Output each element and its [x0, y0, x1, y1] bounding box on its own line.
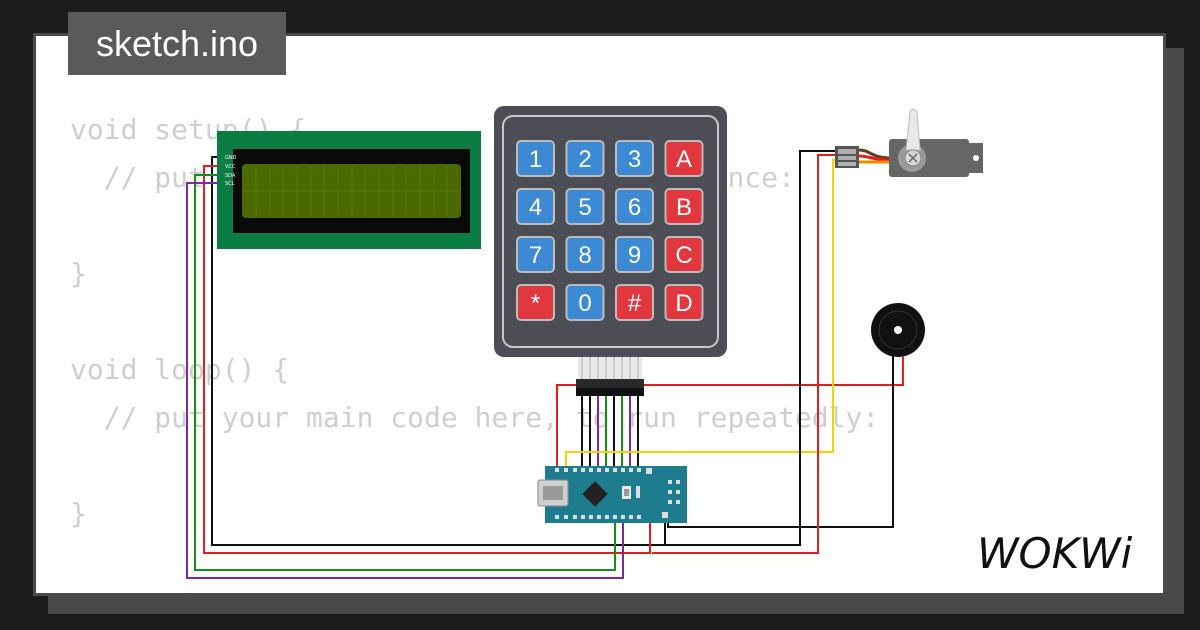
- wire-servo-gnd[interactable]: [665, 150, 838, 546]
- key-cap: [615, 236, 654, 273]
- wokwi-logo-text: WOKWi: [977, 529, 1133, 578]
- key-cap: [664, 188, 704, 225]
- wire-lcd-vcc[interactable]: [203, 165, 651, 554]
- key-label: 0: [578, 290, 591, 317]
- key-8[interactable]: 8: [565, 236, 605, 273]
- wire-servo-vcc[interactable]: [652, 154, 838, 554]
- key-cap: [516, 188, 555, 225]
- lcd-pin-labels: GND VCC SDA SCL: [225, 155, 237, 187]
- key-label: 3: [628, 146, 641, 173]
- key-cap: [565, 236, 605, 273]
- key-0[interactable]: 0: [565, 284, 605, 321]
- lcd-display[interactable]: GND VCC SDA SCL: [217, 131, 481, 249]
- wire-buzzer-pos[interactable]: [556, 360, 904, 468]
- code-line[interactable]: }: [70, 497, 87, 530]
- keypad-4x4[interactable]: 1 2 3 A 4 5 6 B 7 8 9 C * 0 # D: [494, 106, 727, 396]
- key-label: #: [628, 290, 642, 317]
- key-C[interactable]: C: [664, 236, 704, 273]
- lcd-pin-vcc: VCC: [225, 164, 236, 170]
- key-cap: [516, 236, 555, 273]
- key-B[interactable]: B: [664, 188, 704, 225]
- wire-lcd-scl[interactable]: [186, 182, 624, 579]
- key-#[interactable]: #: [615, 284, 654, 321]
- lcd-pin-gnd: GND: [225, 155, 237, 161]
- key-2[interactable]: 2: [565, 140, 605, 177]
- key-1[interactable]: 1: [516, 140, 555, 177]
- key-label: 6: [628, 194, 641, 221]
- sketch-tab[interactable]: sketch.ino: [68, 12, 286, 75]
- key-label: *: [531, 290, 540, 317]
- key-D[interactable]: D: [664, 284, 704, 321]
- key-cap: [615, 284, 654, 321]
- wire-lcd-gnd[interactable]: [211, 156, 666, 546]
- arduino-top-pins: [555, 468, 641, 472]
- key-label: 1: [529, 146, 542, 173]
- key-cap: [565, 284, 605, 321]
- key-9[interactable]: 9: [615, 236, 654, 273]
- key-3[interactable]: 3: [615, 140, 654, 177]
- key-label: C: [675, 242, 692, 269]
- arduino-bottom-pins: [555, 512, 668, 519]
- key-label: 2: [578, 146, 591, 173]
- key-cap: [615, 140, 654, 177]
- key-label: A: [676, 146, 692, 173]
- key-7[interactable]: 7: [516, 236, 555, 273]
- wokwi-logo: WOKWi: [977, 529, 1133, 578]
- code-line[interactable]: }: [70, 257, 87, 290]
- key-5[interactable]: 5: [565, 188, 605, 225]
- wire-lcd-sda[interactable]: [194, 174, 616, 571]
- lcd-pin-sda: SDA: [225, 173, 236, 179]
- key-6[interactable]: 6: [615, 188, 654, 225]
- key-cap: [516, 140, 555, 177]
- key-label: 8: [578, 242, 591, 269]
- key-label: 9: [628, 242, 641, 269]
- key-A[interactable]: A: [664, 140, 704, 177]
- key-label: D: [675, 290, 692, 317]
- key-cap: [516, 284, 555, 321]
- wire-servo-signal[interactable]: [565, 159, 838, 468]
- piezo-buzzer[interactable]: [871, 303, 925, 362]
- servo-motor[interactable]: [835, 108, 983, 177]
- wires: [186, 150, 904, 579]
- key-label: 4: [529, 194, 542, 221]
- keypad-keys: 1 2 3 A 4 5 6 B 7 8 9 C * 0 # D: [516, 140, 704, 321]
- key-cap: [664, 284, 704, 321]
- key-cap: [565, 188, 605, 225]
- wire-buzzer-gnd[interactable]: [667, 360, 894, 528]
- key-cap: [565, 140, 605, 177]
- key-label: 7: [529, 242, 542, 269]
- key-label: 5: [578, 194, 591, 221]
- key-label: B: [676, 194, 692, 221]
- key-*[interactable]: *: [516, 284, 555, 321]
- lcd-char-grid: [242, 166, 461, 216]
- arduino-nano[interactable]: [537, 466, 687, 523]
- key-4[interactable]: 4: [516, 188, 555, 225]
- key-cap: [615, 188, 654, 225]
- keypad-ribbon: [576, 357, 644, 396]
- key-cap: [664, 236, 704, 273]
- key-cap: [664, 140, 704, 177]
- lcd-pin-scl: SCL: [225, 181, 235, 187]
